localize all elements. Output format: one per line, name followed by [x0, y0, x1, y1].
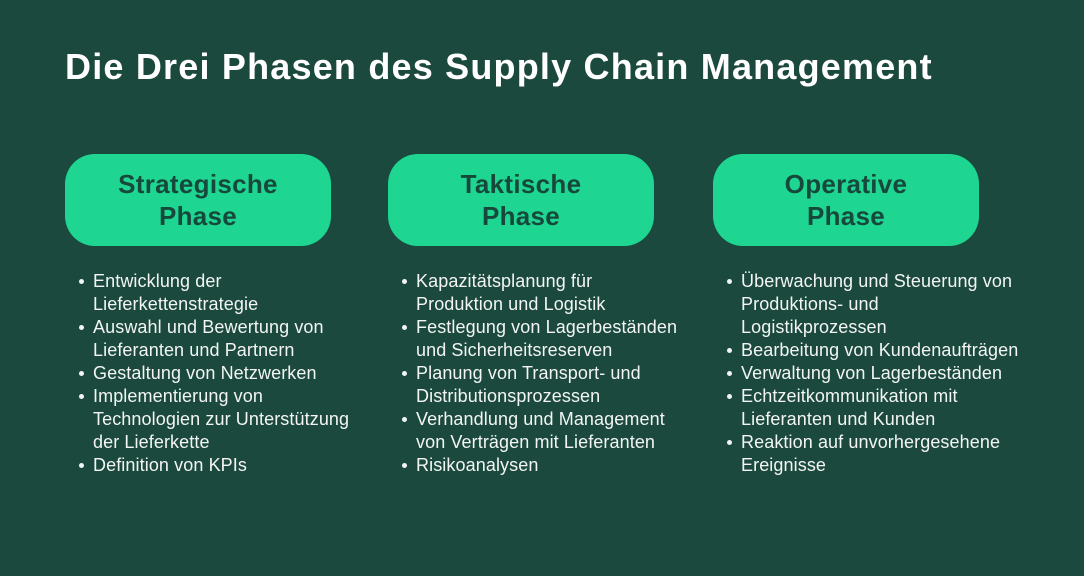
list-item: Bearbeitung von Kundenaufträgen [713, 339, 1023, 362]
list-item: Implementierung von Technologien zur Unt… [65, 385, 360, 454]
list-item: Entwicklung der Lieferkettenstrategie [65, 270, 360, 316]
phase-item-list-strategische: Entwicklung der Lieferkettenstrategie Au… [65, 270, 388, 477]
phase-box-label: Strategische Phase [118, 169, 278, 231]
list-item: Überwachung und Steuerung von Produktion… [713, 270, 1023, 339]
phase-box-label: Operative Phase [784, 169, 908, 231]
list-item: Definition von KPIs [65, 454, 360, 477]
list-item: Kapazitätsplanung für Produktion und Log… [388, 270, 683, 316]
list-item: Auswahl und Bewertung von Lieferanten un… [65, 316, 360, 362]
list-item: Echtzeitkommunikation mit Lieferanten un… [713, 385, 1023, 431]
list-item: Gestaltung von Netzwerken [65, 362, 360, 385]
phases-row: Strategische Phase Entwicklung der Liefe… [65, 154, 1084, 477]
list-item: Festlegung von Lagerbeständen und Sicher… [388, 316, 683, 362]
phase-column-operative: Operative Phase Überwachung und Steuerun… [713, 154, 1084, 477]
list-item: Verhandlung und Management von Verträgen… [388, 408, 683, 454]
phase-box-label: Taktische Phase [460, 169, 582, 231]
phase-box-strategische: Strategische Phase [65, 154, 331, 246]
page-title: Die Drei Phasen des Supply Chain Managem… [65, 46, 933, 87]
list-item: Verwaltung von Lagerbeständen [713, 362, 1023, 385]
list-item: Reaktion auf unvorhergesehene Ereignisse [713, 431, 1023, 477]
list-item: Risikoanalysen [388, 454, 683, 477]
phase-box-operative: Operative Phase [713, 154, 979, 246]
phase-column-taktische: Taktische Phase Kapazitätsplanung für Pr… [388, 154, 713, 477]
phase-column-strategische: Strategische Phase Entwicklung der Liefe… [65, 154, 388, 477]
phase-item-list-operative: Überwachung und Steuerung von Produktion… [713, 270, 1084, 477]
phase-box-taktische: Taktische Phase [388, 154, 654, 246]
phase-item-list-taktische: Kapazitätsplanung für Produktion und Log… [388, 270, 713, 477]
list-item: Planung von Transport- und Distributions… [388, 362, 683, 408]
